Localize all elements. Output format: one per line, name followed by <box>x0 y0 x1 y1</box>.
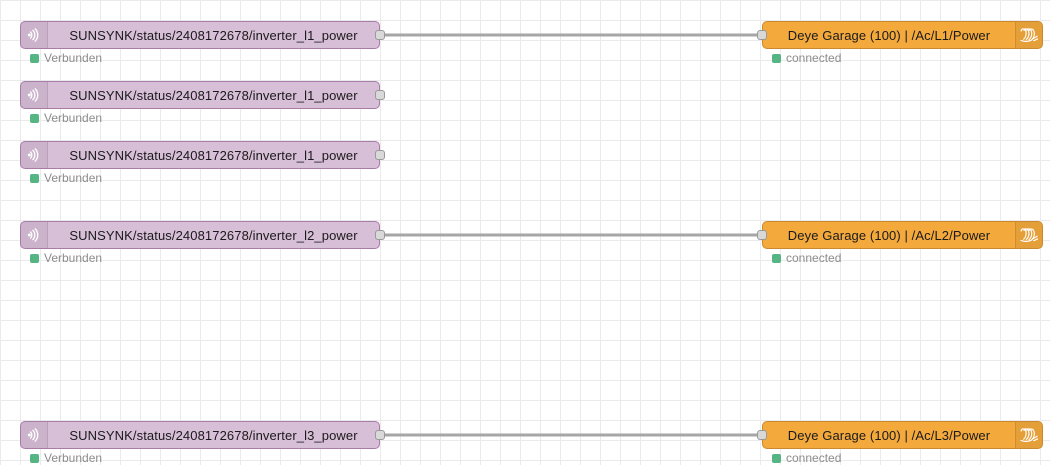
status-dot-icon <box>772 53 781 63</box>
output-port[interactable] <box>375 230 385 240</box>
node-label: Deye Garage (100) | /Ac/L2/Power <box>787 227 991 243</box>
node-status: connected <box>772 52 841 64</box>
victron-output-node[interactable]: Deye Garage (100) | /Ac/L2/Power <box>757 221 1043 249</box>
status-label: Verbunden <box>44 51 103 65</box>
node-status: Verbunden <box>30 252 102 264</box>
status-dot-icon <box>30 53 39 63</box>
status-label: connected <box>786 451 842 465</box>
status-label: Verbunden <box>44 111 103 125</box>
mqtt-signal-icon <box>21 222 48 248</box>
output-port[interactable] <box>375 150 385 160</box>
output-port[interactable] <box>375 430 385 440</box>
status-dot-icon <box>30 173 39 183</box>
victron-logo-icon <box>1015 422 1042 448</box>
input-port[interactable] <box>757 30 767 40</box>
node-label: SUNSYNK/status/2408172678/inverter_l1_po… <box>69 147 358 163</box>
victron-logo-icon <box>1015 22 1042 48</box>
status-dot-icon <box>772 253 781 263</box>
node-status: connected <box>772 452 841 464</box>
mqtt-signal-icon <box>21 142 48 168</box>
input-port[interactable] <box>757 430 767 440</box>
mqtt-signal-icon <box>21 422 48 448</box>
mqtt-in-node[interactable]: SUNSYNK/status/2408172678/inverter_l3_po… <box>20 421 385 449</box>
status-label: Verbunden <box>44 251 103 265</box>
output-port[interactable] <box>375 30 385 40</box>
victron-logo-icon <box>1015 222 1042 248</box>
node-status: connected <box>772 252 841 264</box>
status-dot-icon <box>30 453 39 463</box>
node-label: SUNSYNK/status/2408172678/inverter_l3_po… <box>69 427 358 443</box>
node-label: SUNSYNK/status/2408172678/inverter_l1_po… <box>69 87 358 103</box>
status-label: connected <box>786 51 842 65</box>
mqtt-signal-icon <box>21 82 48 108</box>
mqtt-signal-icon <box>21 22 48 48</box>
node-label: SUNSYNK/status/2408172678/inverter_l2_po… <box>69 227 358 243</box>
status-label: Verbunden <box>44 451 103 465</box>
node-label: SUNSYNK/status/2408172678/inverter_l1_po… <box>69 27 358 43</box>
status-label: Verbunden <box>44 171 103 185</box>
output-port[interactable] <box>375 90 385 100</box>
node-status: Verbunden <box>30 172 102 184</box>
victron-output-node[interactable]: Deye Garage (100) | /Ac/L1/Power <box>757 21 1043 49</box>
mqtt-in-node[interactable]: SUNSYNK/status/2408172678/inverter_l1_po… <box>20 141 385 169</box>
status-dot-icon <box>30 113 39 123</box>
mqtt-in-node[interactable]: SUNSYNK/status/2408172678/inverter_l1_po… <box>20 21 385 49</box>
status-label: connected <box>786 251 842 265</box>
mqtt-in-node[interactable]: SUNSYNK/status/2408172678/inverter_l2_po… <box>20 221 385 249</box>
status-dot-icon <box>30 253 39 263</box>
node-status: Verbunden <box>30 52 102 64</box>
victron-output-node[interactable]: Deye Garage (100) | /Ac/L3/Power <box>757 421 1043 449</box>
node-label: Deye Garage (100) | /Ac/L1/Power <box>787 27 991 43</box>
node-status: Verbunden <box>30 452 102 464</box>
status-dot-icon <box>772 453 781 463</box>
node-status: Verbunden <box>30 112 102 124</box>
mqtt-in-node[interactable]: SUNSYNK/status/2408172678/inverter_l1_po… <box>20 81 385 109</box>
input-port[interactable] <box>757 230 767 240</box>
node-label: Deye Garage (100) | /Ac/L3/Power <box>787 427 991 443</box>
